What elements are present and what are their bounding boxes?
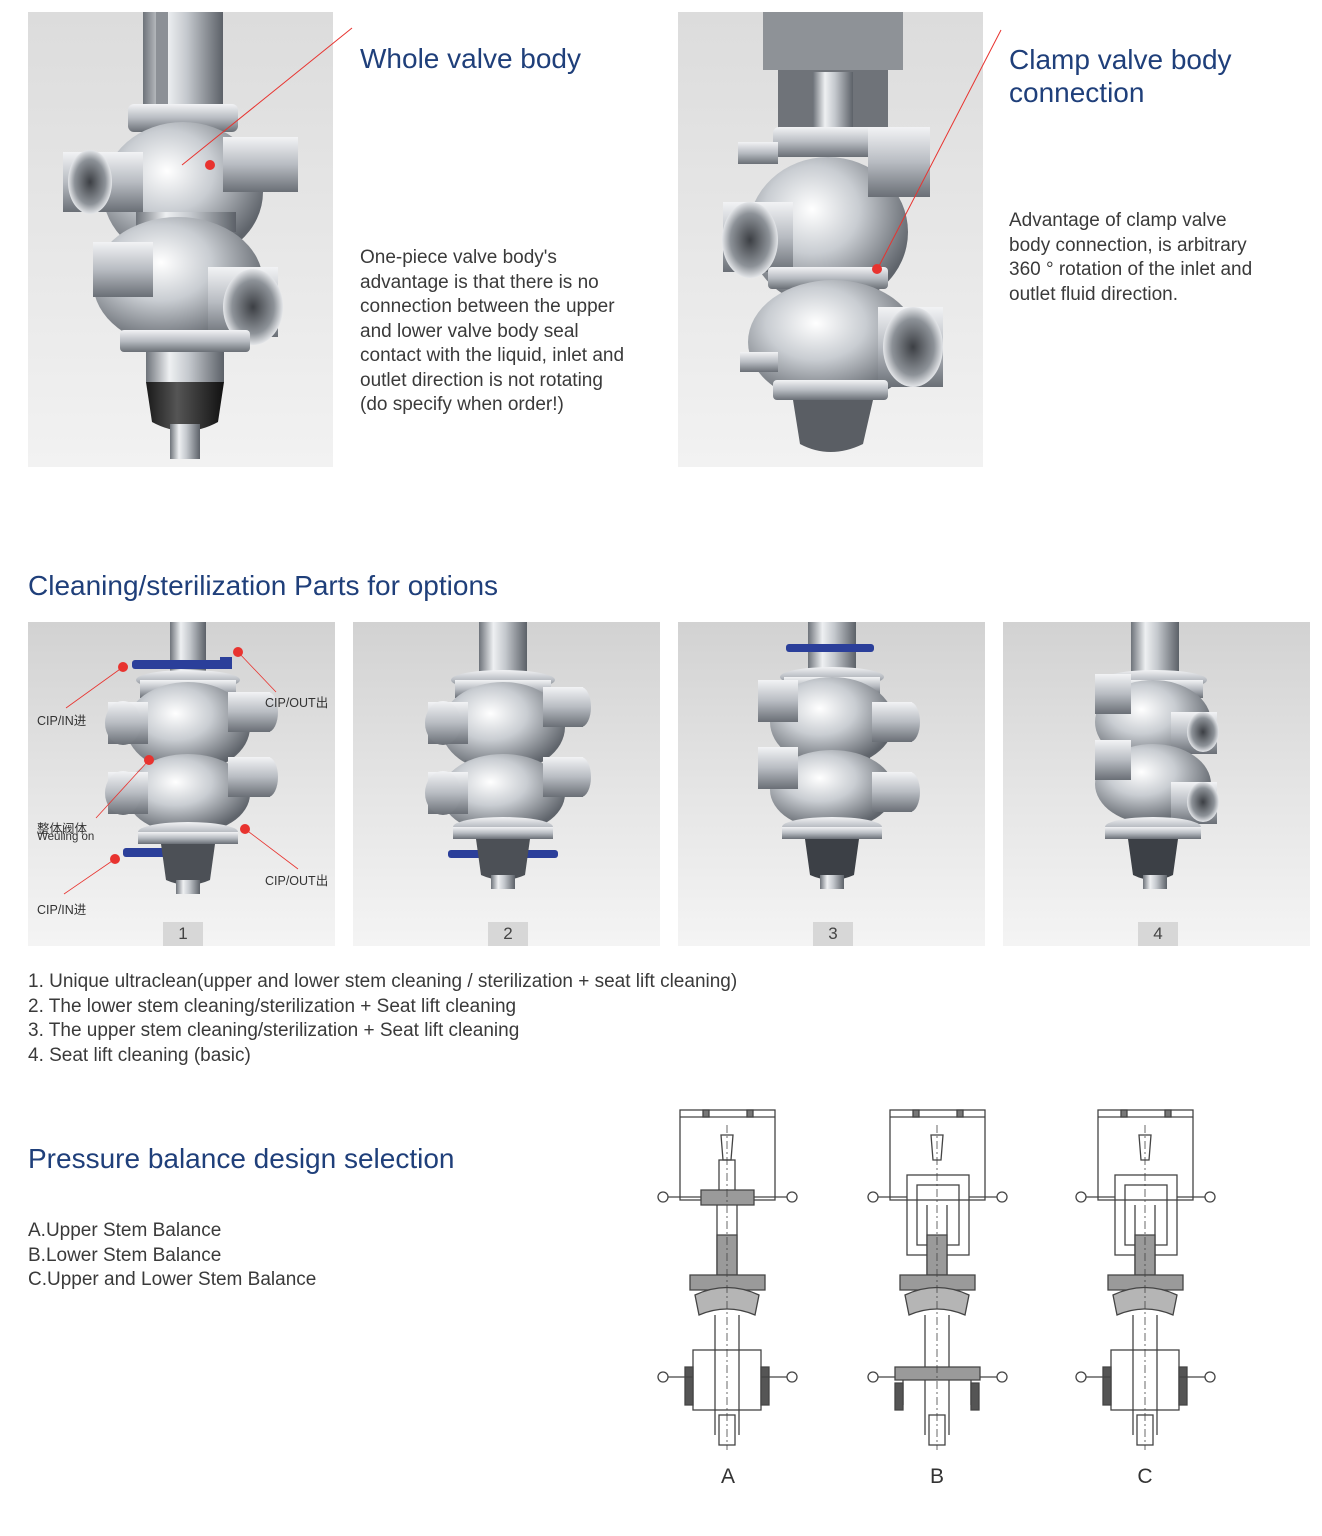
cleaning-option-item: 2. The lower stem cleaning/sterilization… xyxy=(28,995,517,1017)
valve-option-4-illustration xyxy=(1095,622,1219,889)
clamp-valve-line: outlet fluid direction. xyxy=(1009,283,1178,305)
whole-valve-photo xyxy=(28,12,333,467)
clamp-valve-description: Advantage of clamp valve body connection… xyxy=(1009,209,1252,307)
cip-out-top-label: CIP/OUT出 xyxy=(265,696,329,710)
diagram-label-b: B xyxy=(929,1465,944,1488)
panel-number-badge: 3 xyxy=(813,922,853,946)
whole-valve-line: One-piece valve body's xyxy=(360,247,557,268)
pressure-balance-options: A.Upper Stem Balance B.Lower Stem Balanc… xyxy=(28,1219,316,1293)
whole-valve-leader-line xyxy=(181,27,353,166)
whole-valve-line: (do specify when order!) xyxy=(360,394,564,415)
cleaning-section-title: Cleaning/sterilization Parts for options xyxy=(28,570,499,601)
clamp-valve-line: 360 ° rotation of the inlet and xyxy=(1009,259,1253,280)
clamp-valve-line: body connection, is arbitrary xyxy=(1009,234,1247,256)
pressure-balance-item: B.Lower Stem Balance xyxy=(28,1244,222,1266)
section-diagram-b xyxy=(867,1109,1008,1450)
pressure-balance-title: Pressure balance design selection xyxy=(28,1143,455,1174)
cleaning-option-item: 3. The upper stem cleaning/sterilization… xyxy=(28,1020,520,1041)
clamp-valve-photo xyxy=(678,12,983,467)
panel-number-badge: 4 xyxy=(1138,922,1178,946)
cip-out-bottom-label: CIP/OUT出 xyxy=(265,874,329,888)
body-en-label: Weuling on xyxy=(37,831,95,843)
valve-option-2-illustration xyxy=(425,622,591,889)
cleaning-option-panel-2: 2 xyxy=(353,622,660,946)
cleaning-options-list: 1. Unique ultraclean(upper and lower ste… xyxy=(28,970,737,1068)
clamp-valve-illustration xyxy=(722,12,943,452)
whole-valve-title: Whole valve body xyxy=(360,43,582,74)
cleaning-option-panel-3: 3 xyxy=(678,622,985,946)
valve-option-1-illustration xyxy=(63,622,299,895)
clamp-valve-line: Advantage of clamp valve xyxy=(1009,210,1227,231)
panel-number-badge: 2 xyxy=(488,922,528,946)
clamp-valve-title: Clamp valve body connection xyxy=(1009,43,1232,109)
whole-valve-illustration xyxy=(63,12,298,459)
cip-in-top-label: CIP/IN进 xyxy=(37,714,87,728)
body-cn-label: 整体阀体 xyxy=(37,822,88,836)
clamp-valve-title-line: connection xyxy=(1009,77,1145,108)
valve-option-3-illustration xyxy=(758,622,920,889)
whole-valve-line: advantage is that there is no xyxy=(360,271,599,293)
diagram-label-c: C xyxy=(1137,1465,1153,1488)
whole-valve-line: contact with the liquid, inlet and xyxy=(360,345,625,366)
clamp-valve-title-line: Clamp valve body xyxy=(1009,44,1232,75)
clamp-valve-leader-line xyxy=(877,29,1002,269)
section-diagram-a xyxy=(657,1109,798,1450)
cleaning-option-item: 1. Unique ultraclean(upper and lower ste… xyxy=(28,971,738,992)
cleaning-option-panel-1: CIP/IN进 CIP/OUT出 整体阀体 Weuling on CIP/OUT… xyxy=(28,622,335,946)
whole-valve-line: and lower valve body seal xyxy=(360,320,579,342)
diagram-label-a: A xyxy=(720,1465,735,1488)
cleaning-option-panel-4: 4 xyxy=(1003,622,1310,946)
panel-number-badge: 1 xyxy=(163,922,203,946)
section-diagram-c xyxy=(1075,1109,1216,1450)
whole-valve-line: outlet direction is not rotating xyxy=(360,369,603,391)
pressure-balance-item: A.Upper Stem Balance xyxy=(28,1220,222,1241)
whole-valve-line: connection between the upper xyxy=(360,296,615,317)
cip-in-bottom-label: CIP/IN进 xyxy=(37,903,87,917)
pressure-balance-item: C.Upper and Lower Stem Balance xyxy=(28,1269,317,1290)
cleaning-option-item: 4. Seat lift cleaning (basic) xyxy=(28,1044,251,1066)
whole-valve-description: One-piece valve body's advantage is that… xyxy=(360,246,624,418)
